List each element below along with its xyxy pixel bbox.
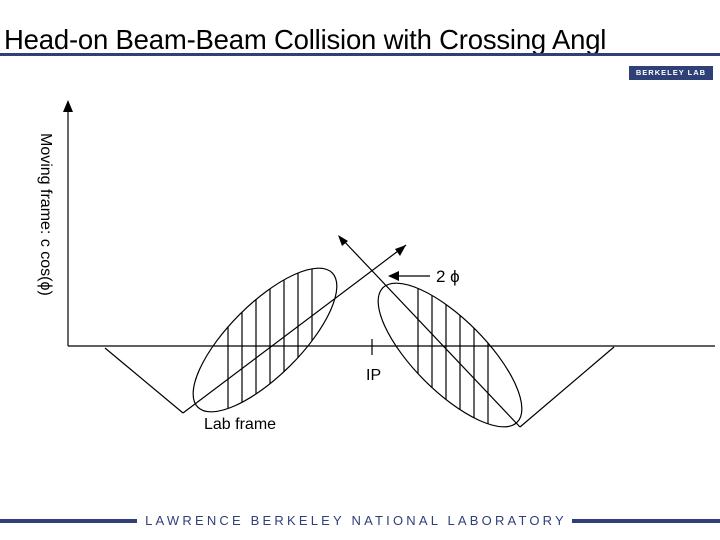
arrow-left-icon xyxy=(388,271,399,281)
lab-frame-left-arm xyxy=(104,347,184,414)
left-beam-arrowhead xyxy=(395,245,406,256)
right-beam-trajectory xyxy=(340,237,521,428)
axis-arrowhead xyxy=(63,100,73,112)
footer-lab-name: LAWRENCE BERKELEY NATIONAL LABORATORY xyxy=(145,513,567,528)
footer-rule-left xyxy=(0,519,137,523)
lab-frame-right-arm xyxy=(519,346,615,428)
page-title: Head-on Beam-Beam Collision with Crossin… xyxy=(4,24,607,55)
title-underline xyxy=(0,53,720,56)
moving-frame-label: Moving frame: c cos(ϕ) xyxy=(37,133,54,296)
right-beam-arrowhead xyxy=(338,235,348,246)
ip-label: IP xyxy=(366,367,381,384)
lab-frame-label: Lab frame xyxy=(204,416,276,433)
angle-label: 2 ϕ xyxy=(436,267,460,286)
berkeley-lab-logo: BERKELEY LAB xyxy=(629,66,713,80)
left-beam-hatching xyxy=(227,247,313,433)
right-beam-ellipse xyxy=(377,282,523,428)
left-beam-trajectory xyxy=(182,244,407,414)
footer-rule-right xyxy=(572,519,720,523)
left-beam-ellipse xyxy=(192,267,338,413)
right-beam-hatching xyxy=(417,262,489,448)
